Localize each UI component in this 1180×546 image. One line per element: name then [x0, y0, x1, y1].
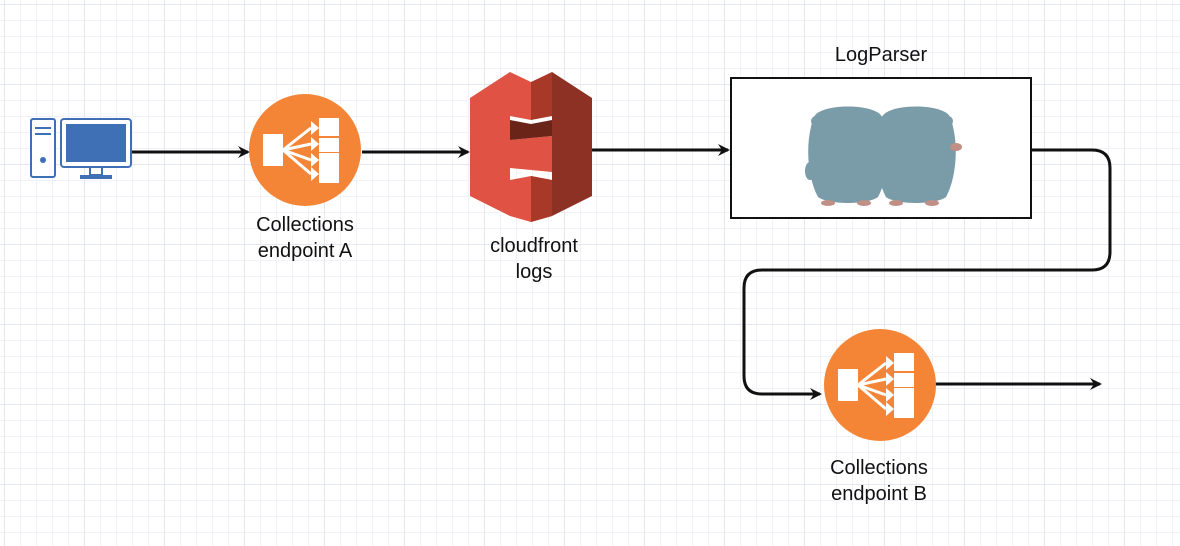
cloudfront-logs-label-line2: logs	[515, 261, 553, 283]
gopher-icon	[873, 106, 962, 206]
logparser-title: LogParser	[834, 44, 928, 66]
endpoint-b-label-line1: Collections	[830, 457, 928, 479]
edge-logparser-to-endpoint-b	[742, 148, 1112, 400]
endpoint-b-label-line2: endpoint B	[831, 483, 927, 505]
cloudfront-logs-label-line1: cloudfront	[490, 235, 578, 257]
endpoint-b-label: Collections endpoint B	[799, 455, 959, 507]
endpoint-a-label-line1: Collections	[256, 214, 354, 236]
endpoint-a-label-line2: endpoint A	[257, 240, 353, 262]
s3-bucket-icon	[470, 72, 592, 222]
load-balancer-icon	[249, 94, 361, 206]
desktop-computer-icon	[30, 118, 132, 179]
load-balancer-icon	[824, 329, 936, 441]
cloudfront-logs-label: cloudfront logs	[454, 233, 614, 285]
endpoint-a-label: Collections endpoint A	[225, 212, 385, 264]
